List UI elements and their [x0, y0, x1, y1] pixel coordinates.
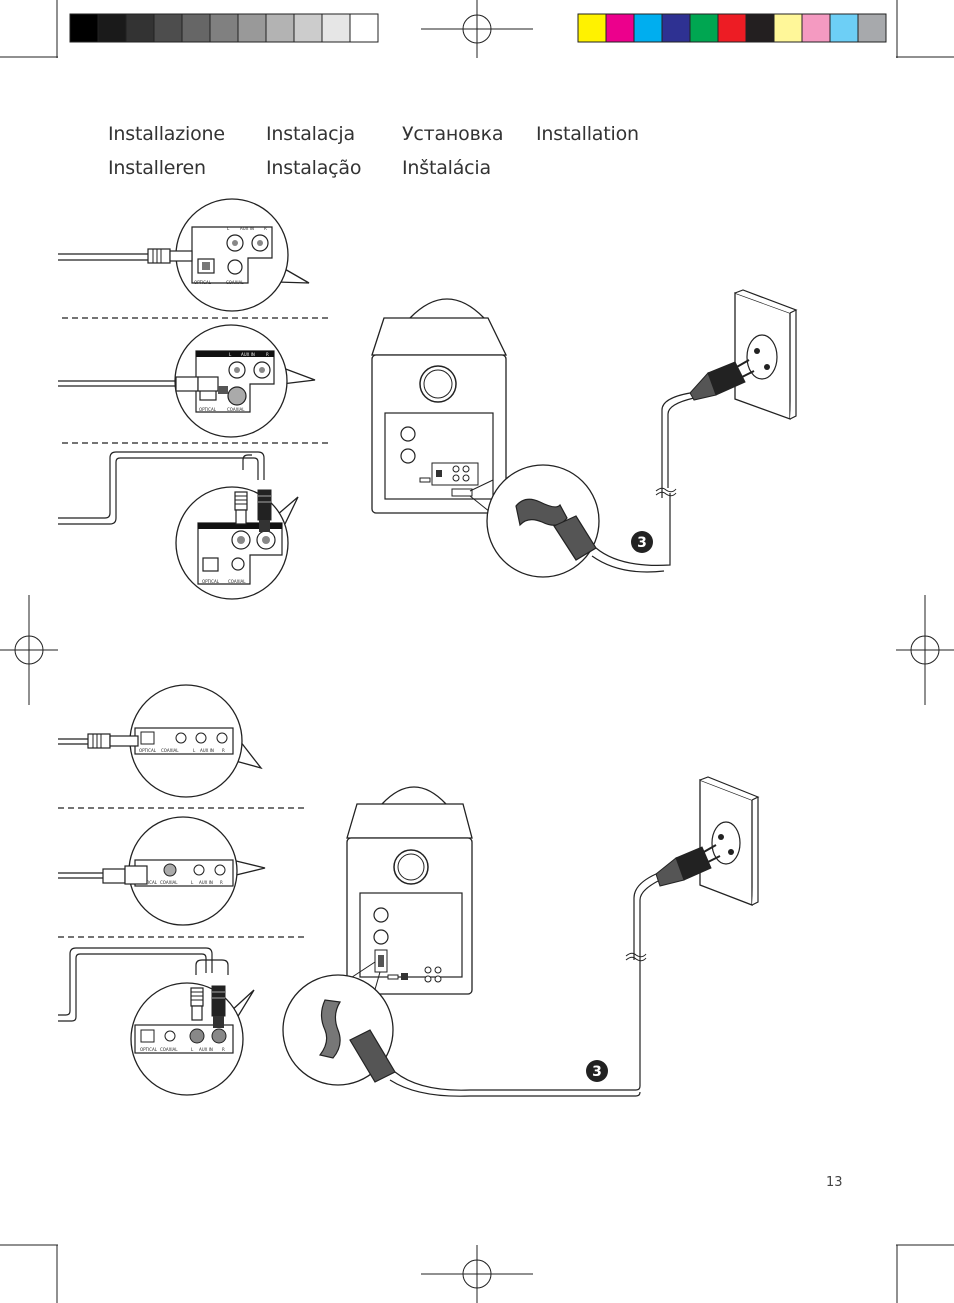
title-slovak: Inštalácia	[402, 157, 491, 179]
speaker-rear-bottom	[282, 786, 661, 1097]
callout-aux-top: OPTICAL COAXIAL	[58, 451, 299, 600]
label-left: L	[193, 748, 196, 753]
color-swatch	[577, 13, 607, 43]
wall-socket-top	[689, 289, 798, 420]
step-badge-bottom: 3	[586, 1060, 608, 1082]
label-optical: OPTICAL	[202, 579, 220, 584]
label-optical: OPTICAL	[194, 280, 212, 285]
label-right: R	[264, 226, 267, 231]
label-left: L	[191, 1047, 194, 1052]
color-swatch	[209, 13, 239, 43]
color-swatch	[633, 13, 663, 43]
callout-coaxial-bottom: OPTICAL COAXIAL L AUX IN R	[58, 816, 266, 926]
color-swatch	[745, 13, 775, 43]
color-swatch	[689, 13, 719, 43]
color-swatch	[857, 13, 887, 43]
title-italian: Installazione	[108, 123, 225, 145]
label-aux-in: AUX IN	[199, 880, 213, 885]
label-right: R	[266, 352, 269, 357]
color-swatch-strip	[577, 13, 887, 43]
label-aux-in: AUX IN	[241, 352, 255, 357]
color-swatch	[321, 13, 351, 43]
label-optical: OPTICAL	[140, 880, 158, 885]
color-swatch	[181, 13, 211, 43]
page-number: 13	[826, 1175, 843, 1190]
color-swatch	[829, 13, 859, 43]
step-number-bottom: 3	[592, 1064, 602, 1080]
callout-optical-top: L AUX IN R OPTICAL COAXIAL	[58, 198, 310, 312]
wall-socket-bottom	[655, 776, 760, 906]
title-russian: Установка	[402, 123, 504, 145]
label-left: L	[229, 352, 232, 357]
color-swatch	[661, 13, 691, 43]
title-portuguese: Instalação	[266, 157, 362, 179]
label-right: R	[222, 1047, 225, 1052]
callout-coaxial-top: L AUX IN R OPTICAL COAXIAL	[58, 324, 316, 438]
label-coaxial: COAXIAL	[227, 407, 245, 412]
label-left: L	[227, 226, 230, 231]
title-polish: Instalacja	[266, 123, 355, 145]
label-aux-in: AUX IN	[240, 226, 254, 231]
title-swedish: Installation	[536, 123, 639, 145]
label-right: R	[220, 880, 223, 885]
color-swatch	[605, 13, 635, 43]
color-swatch	[153, 13, 183, 43]
step-badge-top: 3	[631, 531, 653, 553]
color-swatch	[293, 13, 323, 43]
color-swatch	[125, 13, 155, 43]
color-swatch	[237, 13, 267, 43]
label-coaxial: COAXIAL	[161, 748, 179, 753]
section-titles: Installazione Instalacja Установка Insta…	[108, 117, 668, 185]
color-swatch	[265, 13, 295, 43]
title-row-2: Installeren Instalação Inštalácia	[108, 151, 668, 185]
color-swatch	[97, 13, 127, 43]
gray-swatch-strip	[69, 13, 379, 43]
callout-aux-bottom: OPTICAL COAXIAL L AUX IN R	[58, 947, 255, 1096]
color-swatch	[349, 13, 379, 43]
color-swatch	[717, 13, 747, 43]
label-coaxial: COAXIAL	[160, 880, 178, 885]
color-swatch	[69, 13, 99, 43]
label-right: R	[222, 748, 225, 753]
label-aux-in: AUX IN	[199, 1047, 213, 1052]
title-row-1: Installazione Instalacja Установка Insta…	[108, 117, 668, 151]
label-coaxial: COAXIAL	[226, 280, 244, 285]
callout-optical-bottom: OPTICAL COAXIAL L AUX IN R	[58, 684, 263, 798]
label-optical: OPTICAL	[199, 407, 217, 412]
color-swatch	[801, 13, 831, 43]
label-optical: OPTICAL	[139, 748, 157, 753]
speaker-rear-top	[371, 298, 695, 578]
label-coaxial: COAXIAL	[228, 579, 246, 584]
title-dutch: Installeren	[108, 157, 206, 179]
label-aux-in: AUX IN	[200, 748, 214, 753]
label-optical: OPTICAL	[140, 1047, 158, 1052]
label-coaxial: COAXIAL	[160, 1047, 178, 1052]
label-left: L	[191, 880, 194, 885]
color-swatch	[773, 13, 803, 43]
step-number-top: 3	[637, 535, 647, 551]
